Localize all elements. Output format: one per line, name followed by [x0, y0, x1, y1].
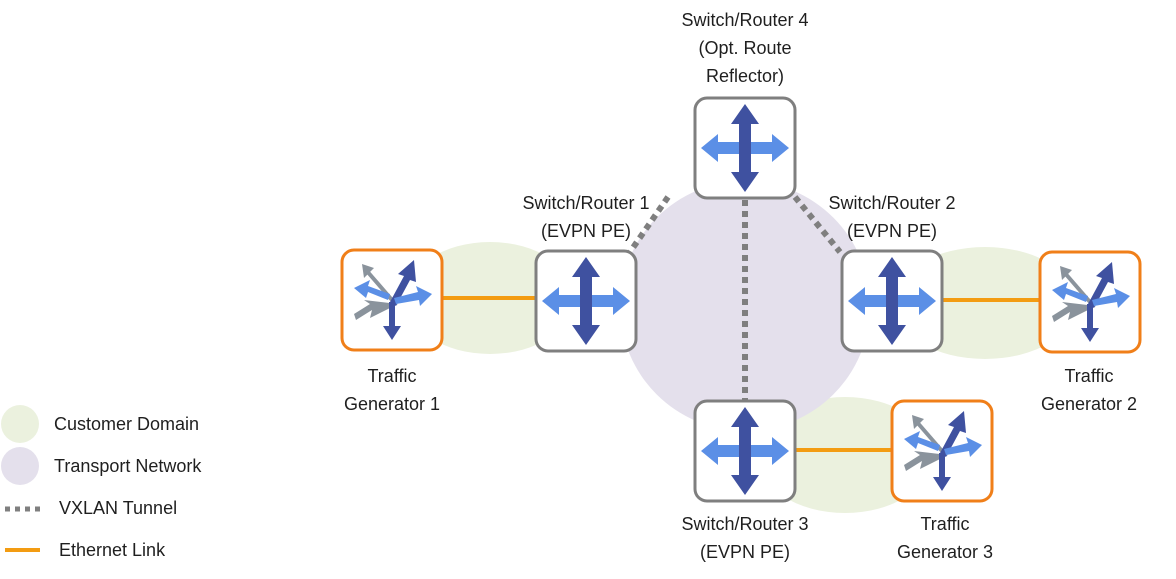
label-line: Switch/Router 3: [681, 514, 809, 534]
label-line: Switch/Router 1: [522, 193, 650, 213]
legend-customer-domain-label: Customer Domain: [54, 414, 200, 434]
label-line: (EVPN PE): [846, 221, 938, 241]
traffic-generator-2: [1038, 250, 1142, 354]
traffic-generator-1-label: Traffic Generator 1: [312, 362, 472, 418]
label-line: Reflector): [705, 66, 785, 86]
label-line: Generator 3: [896, 542, 994, 562]
switch-router-2: [840, 249, 944, 353]
switch-router-3-label: Switch/Router 3 (EVPN PE): [645, 510, 845, 566]
switch-router-4: [693, 96, 797, 200]
ethernet-links: [442, 296, 1040, 452]
vxlan-tunnel-sr4-sr2: [792, 195, 843, 254]
traffic-generator-1: [340, 248, 444, 352]
label-line: Traffic: [1064, 366, 1114, 386]
legend-ethernet-link-label: Ethernet Link: [59, 540, 166, 560]
traffic-generator-3: [890, 399, 994, 503]
legend-swatches: [1, 405, 40, 552]
switch-router-4-label: Switch/Router 4 (Opt. Route Reflector): [645, 6, 845, 90]
label-line: Generator 1: [343, 394, 441, 414]
label-line: Switch/Router 2: [828, 193, 956, 213]
legend-customer-domain-swatch: [1, 405, 39, 443]
label-line: Generator 2: [1040, 394, 1138, 414]
traffic-generator-3-label: Traffic Generator 3: [865, 510, 1025, 566]
legend-vxlan-tunnel-label: VXLAN Tunnel: [59, 498, 178, 518]
label-line: Switch/Router 4: [681, 10, 809, 30]
legend-transport-network-swatch: [1, 447, 39, 485]
vxlan-tunnel-sr4-sr1: [627, 195, 671, 254]
label-line: (Opt. Route: [698, 38, 792, 58]
switch-router-1: [534, 249, 638, 353]
transport-network: [620, 181, 870, 431]
label-line: Traffic: [367, 366, 417, 386]
vxlan-tunnels: [627, 195, 843, 400]
switch-router-1-label: Switch/Router 1 (EVPN PE): [486, 189, 686, 245]
customer-domain-3: [757, 397, 933, 513]
switch-router-2-label: Switch/Router 2 (EVPN PE): [792, 189, 992, 245]
label-line: (EVPN PE): [699, 542, 791, 562]
label-line: Traffic: [920, 514, 970, 534]
traffic-generator-2-label: Traffic Generator 2: [1009, 362, 1169, 418]
legend-transport-network-label: Transport Network: [54, 456, 202, 476]
switch-router-3: [693, 399, 797, 503]
label-line: (EVPN PE): [540, 221, 632, 241]
